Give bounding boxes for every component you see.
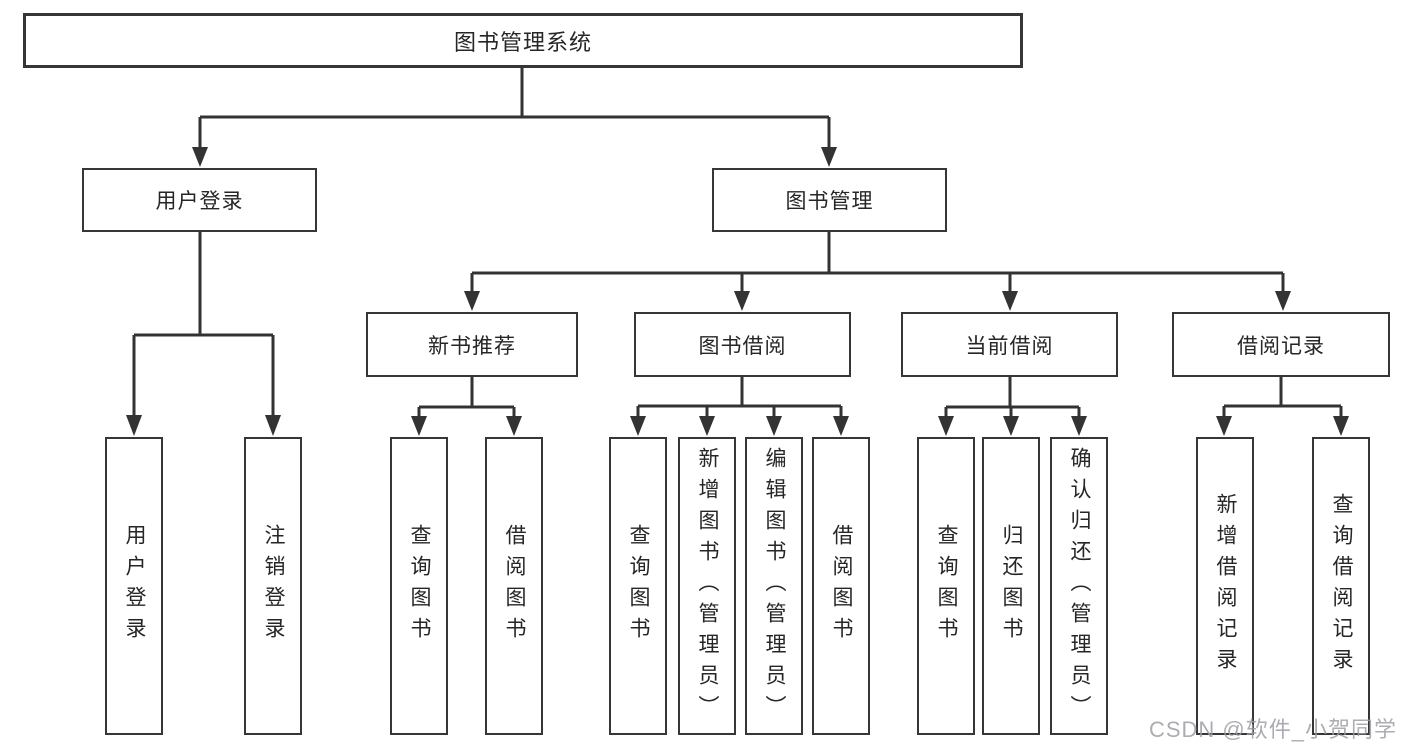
leaf-add-book-admin-label: 新增图书（管理员） [696, 446, 720, 726]
node-user-login: 用户登录 [82, 168, 317, 232]
leaf-logout-label: 注销登录 [262, 524, 286, 648]
leaf-return-book: 归还图书 [982, 437, 1040, 735]
leaf-query-borrow-record-label: 查询借阅记录 [1330, 493, 1354, 679]
connector-book-management [464, 232, 1291, 311]
connector-book-borrow-section [630, 377, 849, 436]
leaf-query-books-borrow: 查询图书 [609, 437, 667, 735]
leaf-query-borrow-record: 查询借阅记录 [1312, 437, 1370, 735]
leaf-borrow-books-recommend: 借阅图书 [485, 437, 543, 735]
leaf-borrow-books-label: 借阅图书 [830, 524, 854, 648]
node-library-management-system: 图书管理系统 [23, 13, 1023, 68]
leaf-add-borrow-record-label: 新增借阅记录 [1214, 493, 1238, 679]
leaf-query-books-current: 查询图书 [917, 437, 975, 735]
leaf-edit-book-admin: 编辑图书（管理员） [745, 437, 803, 735]
connector-new-book-section [411, 377, 522, 436]
leaf-confirm-return-admin: 确认归还（管理员） [1050, 437, 1108, 735]
watermark: CSDN @软件_小贺同学 [1148, 717, 1397, 742]
leaf-return-book-label: 归还图书 [1000, 524, 1024, 648]
leaf-add-borrow-record: 新增借阅记录 [1196, 437, 1254, 735]
connector-user-login [126, 232, 281, 436]
leaf-query-books-recommend-label: 查询图书 [408, 524, 432, 648]
leaf-add-book-admin: 新增图书（管理员） [678, 437, 736, 735]
leaf-edit-book-admin-label: 编辑图书（管理员） [763, 446, 787, 726]
node-book-borrow: 图书借阅 [634, 312, 851, 377]
leaf-confirm-return-admin-label: 确认归还（管理员） [1068, 446, 1092, 726]
connector-borrow-records-section [1216, 377, 1349, 436]
leaf-query-books-borrow-label: 查询图书 [627, 524, 651, 648]
leaf-borrow-books-recommend-label: 借阅图书 [503, 524, 527, 648]
leaf-user-login-label: 用户登录 [123, 524, 147, 648]
node-current-borrow: 当前借阅 [901, 312, 1118, 377]
node-book-management: 图书管理 [712, 168, 947, 232]
leaf-logout: 注销登录 [244, 437, 302, 735]
connector-current-borrow-section [938, 377, 1087, 436]
leaf-query-books-recommend: 查询图书 [390, 437, 448, 735]
leaf-user-login: 用户登录 [105, 437, 163, 735]
leaf-borrow-books: 借阅图书 [812, 437, 870, 735]
node-borrow-records: 借阅记录 [1172, 312, 1390, 377]
leaf-query-books-current-label: 查询图书 [935, 524, 959, 648]
connector-root [192, 68, 837, 167]
node-new-book-recommend: 新书推荐 [366, 312, 578, 377]
